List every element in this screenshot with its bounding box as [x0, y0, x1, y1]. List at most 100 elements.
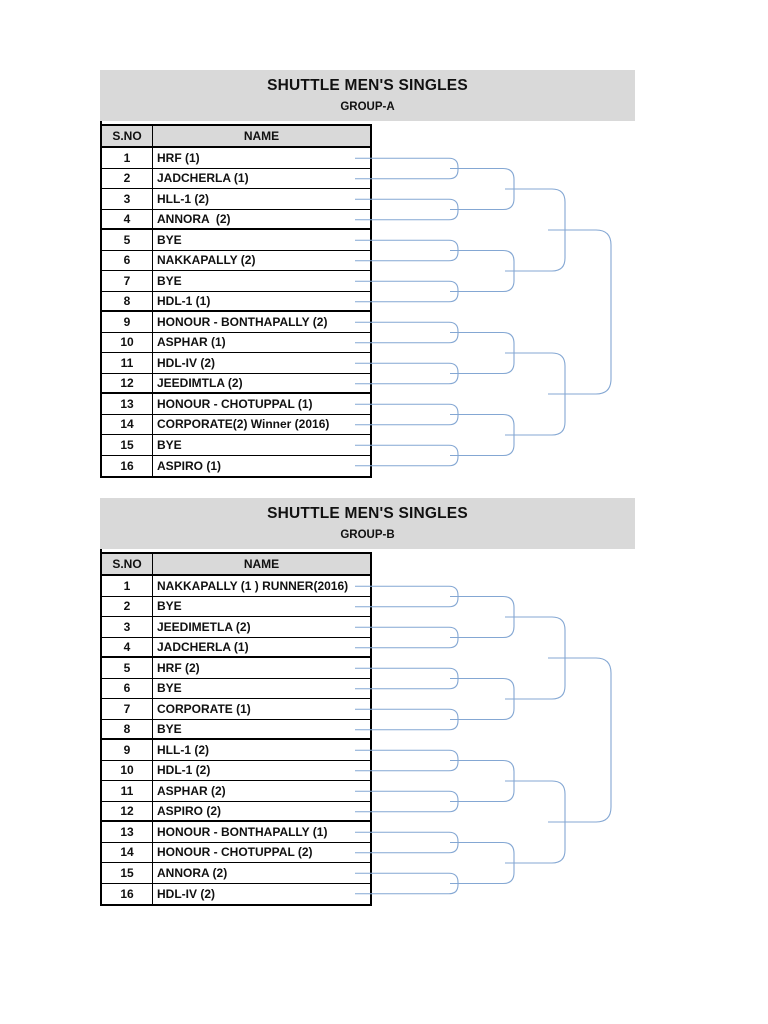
sno-cell: 7: [102, 699, 153, 719]
sno-cell: 1: [102, 148, 153, 168]
name-cell: HDL-IV (2): [157, 886, 215, 901]
name-column-header: NAME: [243, 129, 280, 143]
sno-cell: 11: [102, 781, 153, 801]
sno-cell: 3: [102, 189, 153, 209]
table-row: 5 HRF (2): [102, 658, 370, 679]
sno-cell: 5: [102, 230, 153, 250]
name-cell: HRF (2): [157, 660, 200, 675]
name-cell: HDL-IV (2): [157, 355, 215, 370]
sno-cell: 15: [102, 863, 153, 883]
group-a-entry-table: 1 HRF (1) 2 JADCHERLA (1) 3 HLL-1 (2) 4 …: [100, 148, 372, 478]
sno-cell: 6: [102, 250, 153, 270]
name-cell: HLL-1 (2): [157, 742, 209, 757]
table-row: 2 JADCHERLA (1): [102, 168, 370, 189]
name-cell: NAKKAPALLY (2): [157, 253, 256, 268]
name-cell: ASPIRO (2): [157, 803, 222, 818]
name-column-header: NAME: [243, 557, 280, 571]
sno-cell: 14: [102, 414, 153, 434]
group-b-title-block: SHUTTLE MEN'S SINGLES GROUP-B: [100, 498, 635, 549]
sno-cell: 1: [102, 576, 153, 596]
table-row: 15 BYE: [102, 435, 370, 456]
table-row: 10 HDL-1 (2): [102, 760, 370, 781]
table-row: 3 JEEDIMETLA (2): [102, 617, 370, 638]
table-row: 7 CORPORATE (1): [102, 699, 370, 720]
name-cell: BYE: [157, 599, 182, 614]
sno-cell: 10: [102, 332, 153, 352]
name-cell: HLL-1 (2): [157, 191, 209, 206]
table-row: 10 ASPHAR (1): [102, 332, 370, 353]
name-cell: HDL-1 (1): [157, 293, 211, 308]
table-row: 11 HDL-IV (2): [102, 353, 370, 374]
sno-cell: 4: [102, 209, 153, 228]
sno-cell: 7: [102, 271, 153, 291]
sno-cell: 2: [102, 596, 153, 616]
sno-column-header: S.NO: [102, 126, 153, 146]
sno-cell: 8: [102, 291, 153, 310]
name-cell: BYE: [157, 721, 182, 736]
table-row: 16 ASPIRO (1): [102, 455, 370, 476]
group-b-table-header: S.NO NAME: [100, 552, 372, 576]
table-row: 11 ASPHAR (2): [102, 781, 370, 802]
name-cell: ASPHAR (1): [157, 335, 226, 350]
table-row: 16 HDL-IV (2): [102, 883, 370, 904]
table-row: 4 JADCHERLA (1): [102, 637, 370, 658]
name-cell: HONOUR - CHOTUPPAL (1): [157, 396, 313, 411]
table-row: 13 HONOUR - BONTHAPALLY (1): [102, 822, 370, 843]
name-cell: BYE: [157, 681, 182, 696]
group-b-entry-table: 1 NAKKAPALLY (1 ) RUNNER(2016) 2 BYE 3 J…: [100, 576, 372, 906]
page-title: SHUTTLE MEN'S SINGLES: [267, 505, 468, 522]
table-row: 8 HDL-1 (1): [102, 291, 370, 312]
table-row: 13 HONOUR - CHOTUPPAL (1): [102, 394, 370, 415]
sno-cell: 12: [102, 801, 153, 820]
group-a-title-block: SHUTTLE MEN'S SINGLES GROUP-A: [100, 70, 635, 121]
name-cell: ANNORA (2): [157, 865, 228, 880]
table-row: 12 JEEDIMTLA (2): [102, 373, 370, 394]
sno-cell: 2: [102, 168, 153, 188]
group-a-label: GROUP-A: [340, 101, 395, 113]
name-cell: CORPORATE (1): [157, 701, 251, 716]
page-title: SHUTTLE MEN'S SINGLES: [267, 77, 468, 94]
sno-cell: 16: [102, 455, 153, 476]
table-row: 15 ANNORA (2): [102, 863, 370, 884]
sno-cell: 3: [102, 617, 153, 637]
group-b-label: GROUP-B: [340, 529, 395, 541]
name-cell: HRF (1): [157, 150, 200, 165]
name-cell: JEEDIMETLA (2): [157, 619, 251, 634]
sno-cell: 15: [102, 435, 153, 455]
sno-cell: 8: [102, 719, 153, 738]
sno-column-header: S.NO: [102, 554, 153, 574]
sno-cell: 16: [102, 883, 153, 904]
sno-cell: 9: [102, 740, 153, 760]
name-cell: JADCHERLA (1): [157, 171, 249, 186]
table-row: 7 BYE: [102, 271, 370, 292]
table-row: 9 HLL-1 (2): [102, 740, 370, 761]
table-row: 12 ASPIRO (2): [102, 801, 370, 822]
name-cell: CORPORATE(2) Winner (2016): [157, 417, 330, 432]
sno-cell: 6: [102, 678, 153, 698]
sno-cell: 10: [102, 760, 153, 780]
table-row: 14 HONOUR - CHOTUPPAL (2): [102, 842, 370, 863]
name-cell: ASPHAR (2): [157, 783, 226, 798]
table-row: 3 HLL-1 (2): [102, 189, 370, 210]
sno-cell: 11: [102, 353, 153, 373]
sno-cell: 13: [102, 394, 153, 414]
group-a-table-header: S.NO NAME: [100, 124, 372, 148]
name-cell: HONOUR - CHOTUPPAL (2): [157, 845, 313, 860]
sno-cell: 4: [102, 637, 153, 656]
table-row: 8 BYE: [102, 719, 370, 740]
table-row: 14 CORPORATE(2) Winner (2016): [102, 414, 370, 435]
name-cell: HONOUR - BONTHAPALLY (2): [157, 314, 328, 329]
table-row: 1 NAKKAPALLY (1 ) RUNNER(2016): [102, 576, 370, 597]
table-row: 4 ANNORA (2): [102, 209, 370, 230]
name-cell: JADCHERLA (1): [157, 639, 249, 654]
name-cell: HDL-1 (2): [157, 763, 211, 778]
sno-cell: 9: [102, 312, 153, 332]
name-cell: BYE: [157, 232, 182, 247]
table-row: 5 BYE: [102, 230, 370, 251]
table-row: 9 HONOUR - BONTHAPALLY (2): [102, 312, 370, 333]
table-row: 2 BYE: [102, 596, 370, 617]
sno-cell: 5: [102, 658, 153, 678]
table-row: 6 NAKKAPALLY (2): [102, 250, 370, 271]
sno-cell: 12: [102, 373, 153, 392]
